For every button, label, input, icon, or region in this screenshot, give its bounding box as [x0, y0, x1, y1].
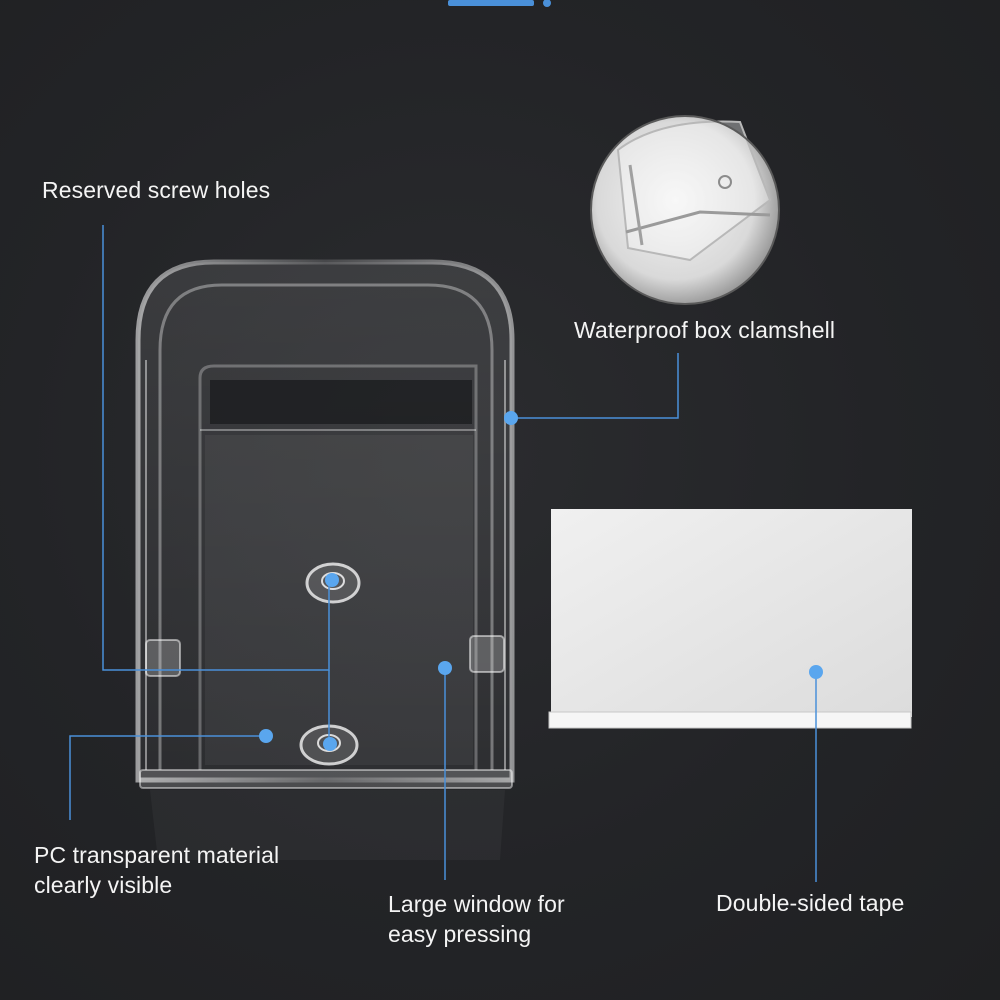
label-tape: Double-sided tape: [716, 890, 905, 916]
label-clamshell: Waterproof box clamshell: [574, 317, 836, 343]
callout-dot-clamshell: [504, 411, 518, 425]
top-accent-bar: [448, 0, 551, 7]
label-screw-holes: Reserved screw holes: [42, 177, 271, 203]
callout-dot-pc-material: [259, 729, 273, 743]
callout-line-pc-material: [69, 735, 266, 820]
callout-dot-screw-top: [325, 573, 339, 587]
callout-dot-large-window: [438, 661, 452, 675]
label-pc-material: PC transparent material clearly visible: [34, 842, 280, 898]
clamshell-box: [135, 259, 515, 860]
double-sided-tape: [548, 509, 912, 729]
callout-line-screw-holes: [102, 225, 330, 671]
clamshell-zoom-detail: [590, 115, 780, 305]
callout-dot-tape: [809, 665, 823, 679]
callout-dots: [259, 411, 823, 751]
label-large-window: Large window for easy pressing: [388, 891, 565, 947]
callout-lines: [69, 225, 817, 882]
callout-dot-screw-bottom: [323, 737, 337, 751]
callout-line-clamshell: [511, 353, 679, 419]
